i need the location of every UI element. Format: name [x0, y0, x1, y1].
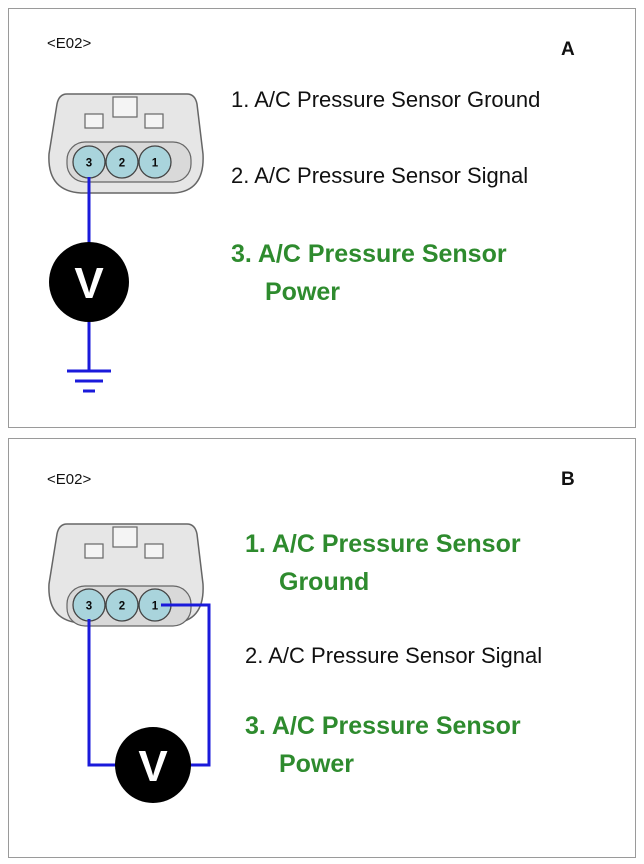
pin-3: 3	[72, 145, 106, 179]
pin-3: 3	[72, 588, 106, 622]
voltmeter-icon: V	[115, 727, 191, 803]
ground-icon	[67, 369, 111, 393]
svg-text:1: 1	[152, 601, 159, 613]
panel-b: <E02> B 3 2 1 V	[8, 438, 636, 858]
pin-3-label: 3. A/C Pressure Sensor Power	[245, 712, 521, 778]
pin-1: 1	[138, 588, 172, 622]
pin-1: 1	[138, 145, 172, 179]
pin-2: 2	[105, 145, 139, 179]
panel-a: <E02> A 3 2 1 V	[8, 8, 636, 428]
svg-text:2: 2	[119, 158, 125, 170]
svg-text:2: 2	[119, 601, 125, 613]
pin-1-label: 1. A/C Pressure Sensor Ground	[231, 87, 541, 112]
pin-2-label: 2. A/C Pressure Sensor Signal	[245, 643, 543, 668]
pin-1-label: 1. A/C Pressure Sensor Ground	[245, 530, 521, 596]
panel-letter: A	[561, 39, 575, 60]
measurement-diagram-b: 3 2 1 V	[48, 523, 211, 803]
connector-id-label: <E02>	[47, 35, 92, 52]
pin-2-label: 2. A/C Pressure Sensor Signal	[231, 163, 529, 188]
svg-text:1: 1	[152, 158, 159, 170]
panel-letter: B	[561, 469, 575, 490]
svg-text:V: V	[74, 259, 104, 308]
svg-text:3: 3	[86, 158, 92, 170]
voltmeter-icon: V	[49, 242, 129, 322]
svg-text:3: 3	[86, 601, 92, 613]
probe-wire	[87, 603, 211, 767]
measurement-diagram-a: 3 2 1 V	[48, 93, 204, 393]
connector-id-label: <E02>	[47, 471, 92, 488]
pin-3-label: 3. A/C Pressure Sensor Power	[231, 240, 507, 306]
svg-text:V: V	[138, 742, 168, 791]
pin-2: 2	[105, 588, 139, 622]
